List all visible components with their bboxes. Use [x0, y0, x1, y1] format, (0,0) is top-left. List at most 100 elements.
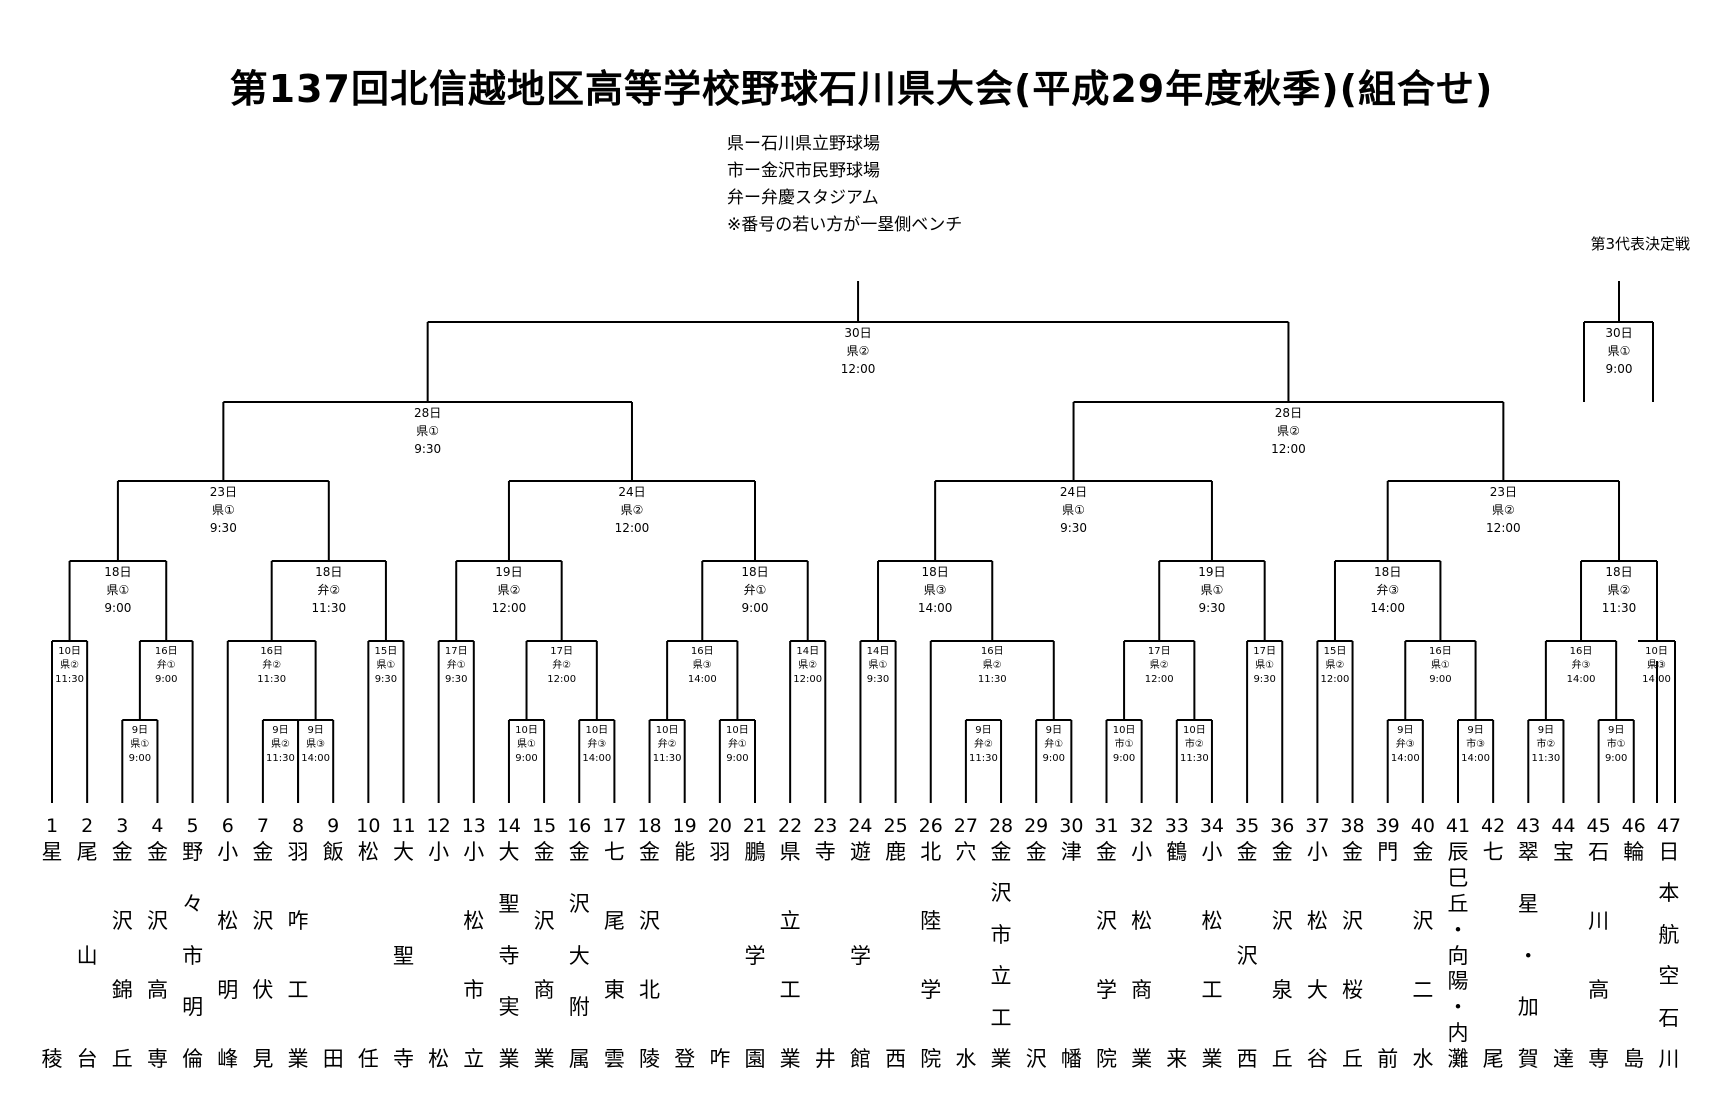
team-name: 金沢大附属	[568, 840, 590, 1071]
match-date: 10日	[58, 646, 81, 657]
match-venue: 県②	[1277, 424, 1300, 438]
match-time: 9:00	[726, 753, 748, 764]
match-venue: 弁①	[744, 582, 767, 597]
match-date: 30日	[844, 326, 871, 340]
legend-line: 県ー石川県立野球場	[727, 134, 880, 154]
match-date: 19日	[1198, 565, 1225, 579]
team-number: 32	[1129, 815, 1154, 837]
team-number: 6	[221, 815, 234, 837]
team-number: 21	[742, 815, 768, 837]
match-venue: 県②	[983, 659, 1002, 671]
match-date: 10日	[656, 725, 679, 736]
team-number: 10	[356, 815, 381, 837]
match-time: 9:00	[1605, 753, 1627, 764]
match-date: 9日	[307, 725, 323, 736]
match-venue: 県③	[306, 738, 325, 750]
match-date: 17日	[550, 646, 573, 657]
team-number: 30	[1059, 815, 1084, 837]
match-date: 28日	[414, 406, 441, 420]
team-number: 20	[707, 815, 732, 837]
match-date: 17日	[445, 646, 468, 657]
match-date: 9日	[272, 725, 288, 736]
match-time: 12:00	[793, 674, 822, 685]
team-name: 星稜	[41, 840, 63, 1071]
match-time: 14:00	[1461, 753, 1490, 764]
match-venue: 県②	[498, 583, 521, 597]
team-number: 11	[391, 815, 416, 837]
match-venue: 弁②	[974, 737, 993, 750]
team-number: 8	[292, 815, 305, 837]
match-date: 16日	[155, 646, 178, 657]
team-name: 金沢西	[1236, 840, 1258, 1071]
team-name: 鵬学園	[744, 840, 766, 1071]
match-time: 14:00	[582, 753, 611, 764]
page-title: 第137回北信越地区高等学校野球石川県大会(平成29年度秋季)(組合せ)	[229, 67, 1494, 111]
team-number: 29	[1024, 815, 1049, 837]
match-venue: 市③	[1466, 737, 1485, 750]
match-date: 10日	[726, 725, 749, 736]
team-number: 28	[988, 815, 1014, 837]
match-time: 9:00	[104, 601, 131, 615]
team-name: 金沢高専	[146, 840, 168, 1071]
team-number: 19	[672, 815, 697, 837]
match-time: 12:00	[841, 362, 876, 376]
team-number: 2	[81, 815, 94, 837]
match-venue: 県①	[416, 424, 439, 438]
match-venue: 市①	[1115, 737, 1134, 750]
venue-legend: 県ー石川県立野球場 市ー金沢市民野球場 弁ー弁慶スタジアム ※番号の若い方が一塁…	[727, 131, 962, 239]
match-date: 10日	[1183, 725, 1206, 736]
match-venue: 弁②	[658, 737, 677, 750]
team-name: 金沢	[1025, 840, 1047, 1071]
match-date: 28日	[1275, 406, 1302, 420]
team-number: 13	[461, 815, 486, 837]
match-time: 9:30	[1253, 674, 1275, 685]
team-name: 辰巳丘・向陽・内灘	[1447, 840, 1469, 1071]
team-number: 17	[602, 815, 627, 837]
match-venue: 弁①	[728, 737, 747, 750]
team-name: 金沢北陵	[639, 840, 661, 1071]
team-name: 飯田	[322, 840, 344, 1071]
match-venue: 県①	[212, 503, 235, 517]
team-number: 31	[1094, 815, 1119, 837]
team-name: 羽咋工業	[287, 840, 309, 1071]
match-date: 9日	[1538, 725, 1554, 736]
match-venue: 県③	[693, 659, 712, 671]
match-time: 9:00	[515, 753, 537, 764]
team-name: 遊学館	[849, 840, 871, 1071]
team-name: 宝達	[1552, 840, 1574, 1071]
team-number: 33	[1164, 815, 1189, 837]
team-number: 18	[637, 815, 662, 837]
match-date: 10日	[1645, 646, 1668, 657]
team-number: 39	[1375, 815, 1400, 837]
match-venue: 県①	[1608, 344, 1631, 358]
team-number: 36	[1270, 815, 1295, 837]
match-venue: 弁②	[317, 582, 340, 597]
match-venue: 弁①	[1044, 737, 1063, 750]
team-name: 大聖寺実業	[498, 840, 520, 1071]
match-time: 11:30	[1602, 601, 1637, 615]
team-name: 鶴来	[1166, 840, 1188, 1071]
match-venue: 県①	[376, 659, 395, 671]
team-name: 金沢桜丘	[1342, 840, 1364, 1071]
match-date: 18日	[922, 565, 949, 579]
legend-line: 弁ー弁慶スタジアム	[727, 188, 879, 208]
match-date: 9日	[975, 725, 991, 736]
match-time: 12:00	[1486, 521, 1521, 535]
team-number: 7	[256, 815, 269, 837]
match-venue: 県③	[924, 583, 947, 597]
match-venue: 県②	[1150, 659, 1169, 671]
